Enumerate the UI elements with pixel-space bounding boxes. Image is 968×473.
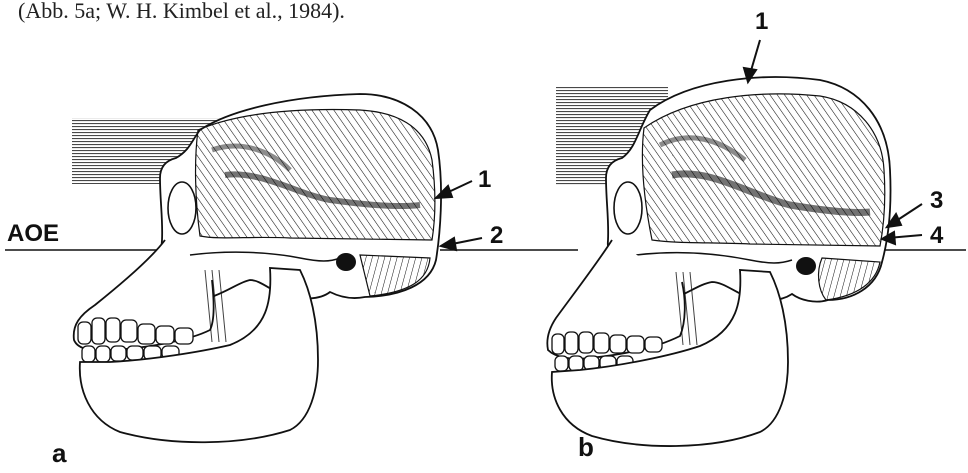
orbit-a — [168, 182, 196, 234]
orbit-b — [614, 182, 642, 234]
panel-b-callout-4: 4 — [930, 222, 943, 250]
nuchal-area-a — [360, 255, 430, 296]
aoe-label: AOE — [7, 220, 59, 248]
skull-b — [547, 77, 890, 446]
panel-a-callout-2: 2 — [490, 222, 503, 250]
skull-a — [72, 94, 441, 442]
panel-b-label: b — [578, 432, 594, 463]
ear-opening-b — [796, 257, 816, 275]
panel-a-callout-1: 1 — [478, 166, 491, 194]
temporalis-muscle-b — [642, 94, 884, 246]
panel-b-callout-1: 1 — [755, 8, 768, 36]
ear-opening-a — [336, 253, 356, 271]
callout-arrows-a — [436, 181, 482, 250]
panel-b-callout-3: 3 — [930, 187, 943, 215]
panel-a-label: a — [52, 438, 66, 469]
nuchal-area-b — [819, 258, 880, 300]
